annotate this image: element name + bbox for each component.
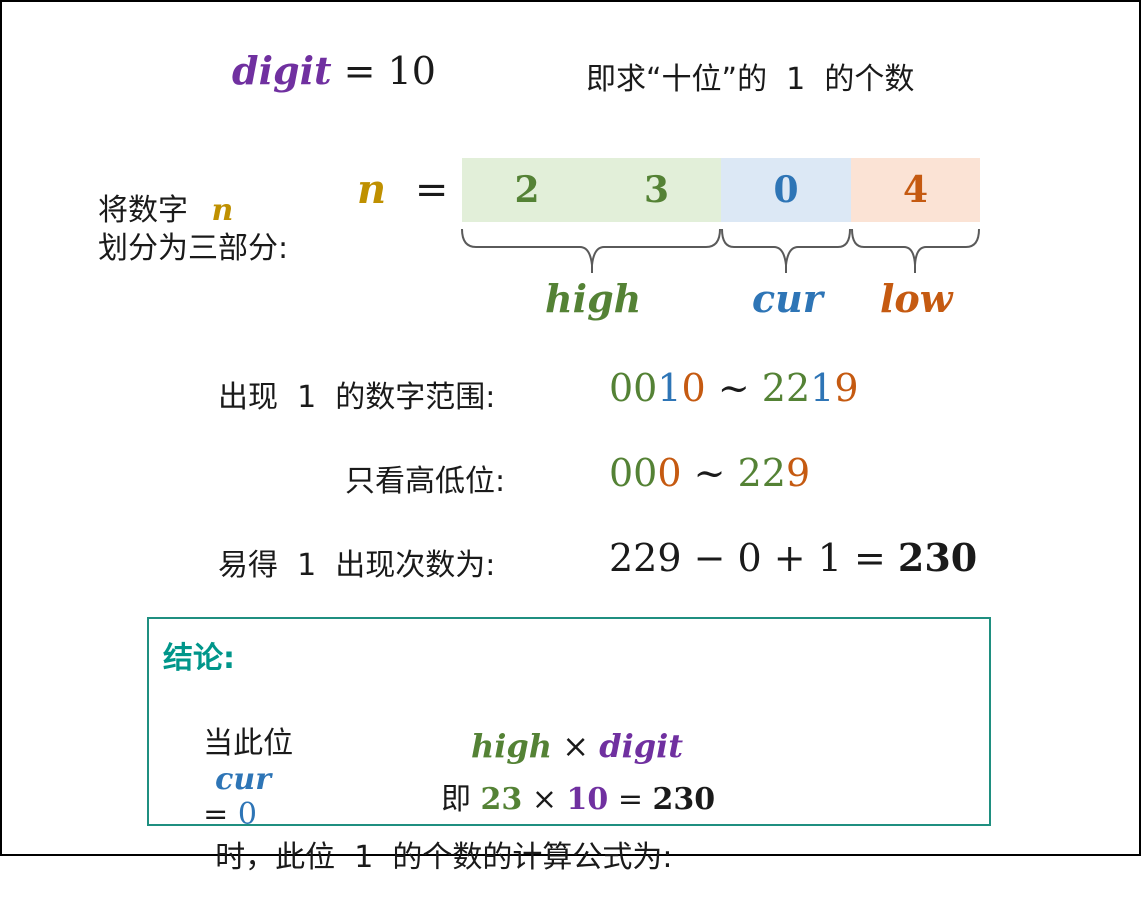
n-var: n — [357, 166, 387, 213]
digit-header: digit = 10 — [232, 48, 436, 93]
range-label: 出现 1 的数字范围: — [218, 380, 496, 415]
conclusion-line3: 即 23 × 10 = 230 — [441, 774, 715, 818]
line3-high-value: 23 — [480, 782, 523, 817]
line3-result: 230 — [652, 782, 716, 817]
brace-low — [851, 228, 980, 273]
grouping-braces — [461, 228, 980, 273]
digit-cell-4: 4 — [851, 158, 980, 222]
hl-from-low: 0 — [657, 451, 682, 495]
count-label: 易得 1 出现次数为: — [218, 548, 496, 583]
range-to-low: 9 — [834, 366, 859, 410]
conclusion-formula: high × digit — [471, 727, 683, 765]
range-to-cur: 1 — [810, 366, 835, 410]
split-label-line1: 将数字 — [98, 193, 188, 228]
line3-equals: = — [617, 782, 643, 817]
slide-frame — [0, 0, 1141, 856]
part-label-low: low — [880, 276, 953, 321]
line3-times: × — [531, 782, 557, 817]
conclusion-title: 结论: — [163, 641, 235, 676]
formula-high: high — [471, 727, 553, 765]
split-label-line2: 划分为三部分: — [98, 231, 289, 266]
digit-cell-2: 3 — [592, 158, 721, 222]
range-from-low: 0 — [681, 366, 706, 410]
formula-times: × — [562, 727, 590, 765]
count-expression: 229 − 0 + 1 = — [609, 536, 898, 580]
digit-cell-3: 0 — [721, 158, 851, 222]
brace-high — [461, 228, 721, 273]
hl-tilde: ~ — [693, 451, 726, 495]
count-result: 230 — [897, 535, 978, 580]
digit-cell-1: 2 — [462, 158, 592, 222]
n-equation: n = — [357, 166, 448, 213]
range-from-high: 00 — [609, 366, 658, 410]
split-label: 将数字 n 划分为三部分: — [98, 192, 288, 268]
line3-digit-value: 10 — [566, 782, 609, 817]
line1-prefix: 当此位 — [203, 726, 294, 761]
high-low-label: 只看高低位: — [345, 464, 506, 499]
range-to-high: 22 — [761, 366, 811, 410]
conclusion-box: 结论: 当此位 cur = 0 时，此位 1 的个数的计算公式为: high ×… — [147, 617, 991, 875]
line3-prefix: 即 — [441, 782, 471, 817]
line1-cur-var: cur — [215, 762, 272, 797]
range-tilde: ~ — [717, 366, 750, 410]
n-equals: = — [414, 167, 449, 213]
high-low-value: 000 ~ 229 — [609, 451, 810, 495]
header-description: 即求“十位”的 1 的个数 — [586, 62, 915, 97]
digit-value: = 10 — [343, 49, 436, 93]
line1-equals: = — [203, 797, 238, 832]
range-value: 0010 ~ 2219 — [609, 366, 859, 410]
digit-var: digit — [232, 48, 332, 93]
hl-from-high: 00 — [609, 451, 658, 495]
formula-digit: digit — [599, 727, 684, 765]
line1-suffix: 时，此位 1 的个数的计算公式为: — [215, 840, 673, 875]
split-label-var: n — [211, 193, 234, 228]
brace-cur — [721, 228, 851, 273]
count-value: 229 − 0 + 1 = 230 — [609, 535, 977, 580]
range-from-cur: 1 — [657, 366, 682, 410]
hl-to-high: 22 — [737, 451, 786, 495]
hl-to-low: 9 — [785, 451, 811, 495]
part-label-high: high — [545, 276, 642, 321]
part-label-cur: cur — [752, 276, 823, 321]
line1-zero: 0 — [237, 797, 257, 832]
